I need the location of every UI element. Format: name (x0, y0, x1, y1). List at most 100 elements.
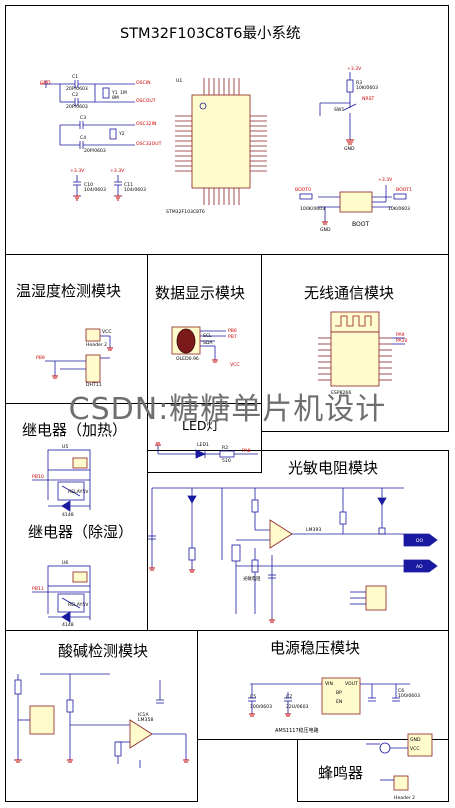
crystal-circuit (40, 80, 135, 149)
label-dht-pin: PB9 (36, 355, 45, 361)
label-oled: OLED0.96 (176, 356, 199, 362)
label-ao: AO (416, 564, 423, 570)
label-vcc-dht: VCC (102, 329, 112, 335)
label-v33-b: +3.3V (110, 168, 125, 174)
label-gnd-osc: GND (40, 80, 51, 86)
power-circuit (248, 677, 410, 715)
label-y1: Y1 (111, 90, 118, 96)
label-sda: SDA (203, 340, 213, 346)
label-do: DO (416, 538, 424, 544)
title-led: LED灯 (182, 418, 219, 433)
label-ph-ic: IC1A (138, 712, 149, 718)
title-ph: 酸碱检测模块 (58, 642, 149, 660)
label-r4-val: 100K/0603 (300, 206, 325, 212)
label-r-1m: 1M (120, 90, 127, 96)
title-wireless: 无线通信模块 (304, 284, 395, 302)
label-en: EN (336, 699, 342, 705)
label-osc-in: OSCIN (136, 80, 151, 86)
panel-led (147, 403, 262, 473)
label-bp: BP (336, 690, 342, 696)
title-power: 电源稳压模块 (270, 639, 361, 657)
label-c5: C5 (250, 694, 256, 700)
panel-buzzer (297, 739, 449, 802)
label-vin: VIN (325, 681, 333, 687)
label-buzzer-part: Header 2 (394, 795, 415, 801)
label-c5-val: 100/0603 (250, 704, 272, 710)
label-osc-out: OSCOUT (136, 98, 156, 104)
label-photo-res: 光敏电阻 (243, 575, 261, 582)
label-relay2: RELAY5V (68, 602, 89, 608)
label-u5: U5 (62, 444, 68, 450)
label-pa10: PA10 (396, 338, 408, 344)
label-pb7: PB7 (228, 334, 237, 340)
label-pa8: PA8 (242, 448, 251, 454)
label-mcu-part: STM32F103C8T6 (166, 209, 205, 215)
label-ams: AMS1117稳压电路 (275, 727, 319, 734)
label-c11-val: 104/0603 (124, 187, 146, 193)
label-pb10: PB10 (32, 474, 44, 480)
title-temp-humidity: 温湿度检测模块 (16, 282, 122, 300)
photoresistor-circuit (148, 487, 438, 620)
title-relay-heat: 继电器（加热） (22, 421, 128, 439)
label-r5-val: 10K/0603 (388, 206, 410, 212)
label-c11: C11 (124, 182, 133, 188)
dht11-circuit (45, 328, 111, 383)
label-boot0: BOOT0 (295, 187, 311, 193)
label-c1: C1 (72, 74, 78, 80)
label-r2: R2 (222, 445, 228, 451)
label-osc32-in: OSC32IN (136, 121, 156, 127)
relay-dehumid-circuit (32, 565, 91, 623)
ground-symbols (15, 139, 354, 763)
label-gnd-reset: GND (344, 146, 355, 152)
label-dht11: DHT11 (86, 382, 102, 388)
label-led1: LED1 (197, 442, 209, 448)
label-c10: C10 (84, 182, 93, 188)
label-y2: Y2 (118, 131, 125, 137)
label-pa9: PA9 (396, 332, 405, 338)
label-c7: C7 (286, 694, 292, 700)
label-buzzer-gnd: GND (410, 737, 421, 743)
label-sw1: SW1 (334, 107, 344, 113)
label-vout: VOUT (345, 681, 358, 687)
esp8266-module (318, 311, 405, 387)
label-c4-val: 20P/0603 (84, 148, 106, 154)
led-circuit (157, 445, 258, 459)
label-ph-ic2: LM358 (138, 717, 153, 723)
watermark: CSDN:糖糖单片机设计 (68, 392, 387, 427)
label-c3: C3 (80, 115, 86, 121)
label-c7-val: 22U/0603 (286, 704, 309, 710)
label-c1-val: 20P/0603 (66, 86, 88, 92)
label-pb6: PB6 (228, 328, 237, 334)
title-buzzer: 蜂鸣器 (318, 764, 364, 782)
oled-circuit (171, 326, 226, 360)
reset-circuit (319, 72, 357, 141)
label-gnd-boot: GND (320, 227, 331, 233)
label-c10-val: 104/0603 (84, 187, 106, 193)
label-diode2: 4148 (62, 622, 74, 628)
boot-header (299, 185, 407, 222)
label-v33-reset: +3.3V (347, 66, 362, 72)
label-r2-val: 510 (222, 458, 231, 464)
label-diode1: 4148 (62, 512, 74, 518)
title-relay-dehumid: 继电器（除湿） (28, 523, 134, 541)
label-lm393: LM393 (306, 527, 321, 533)
label-c6-val: 100/0603 (398, 693, 420, 699)
ph-circuit (14, 673, 187, 768)
label-nrst: NRST (362, 96, 375, 102)
label-c6: C6 (398, 688, 404, 694)
panel-wireless (261, 254, 449, 432)
label-c2: C2 (72, 92, 78, 98)
title-display: 数据显示模块 (155, 284, 246, 302)
label-osc32-out: OSC32OUT (136, 141, 162, 147)
label-v33-boot: +3.3V (378, 177, 393, 183)
label-boot: BOOT (352, 221, 369, 228)
label-vcc-oled: VCC (230, 362, 240, 368)
title-min-system: STM32F103C8T6最小系统 (120, 26, 301, 42)
mcu-block (175, 78, 267, 205)
label-u1: U1 (176, 78, 182, 84)
label-buzzer-vcc: VCC (410, 746, 420, 752)
label-esp: ESP8266 (331, 390, 351, 396)
label-pb11: PB11 (32, 586, 44, 592)
